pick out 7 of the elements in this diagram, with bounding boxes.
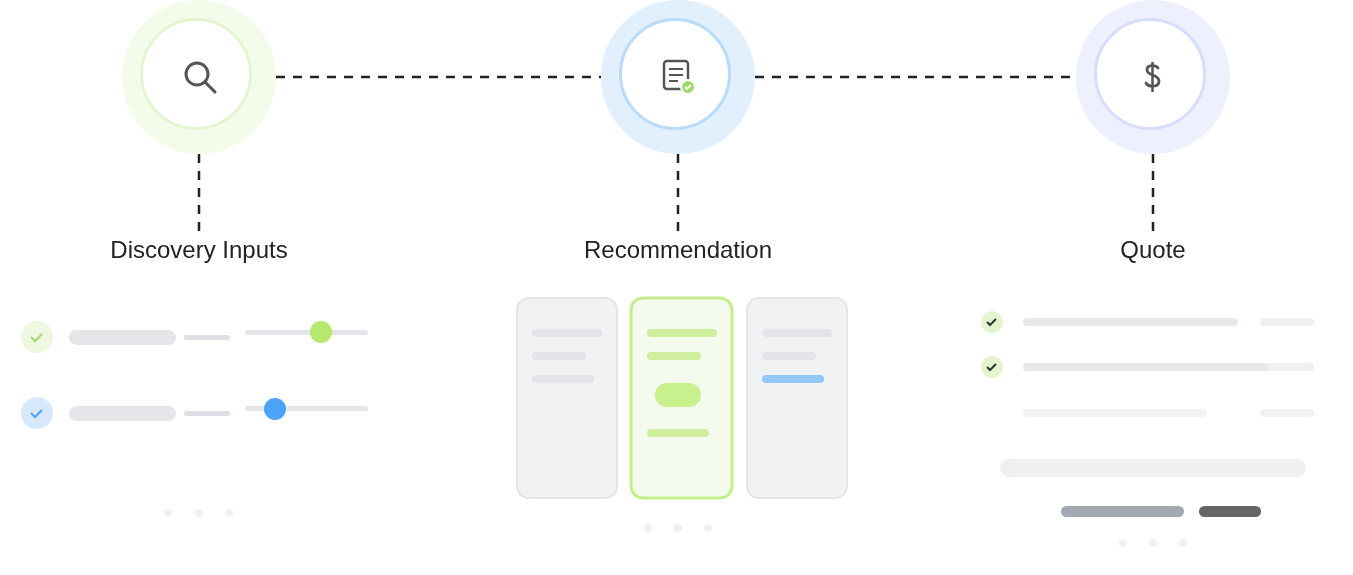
step-title: Quote [1120, 234, 1186, 266]
dashed-connector [276, 75, 601, 79]
step-title: Recommendation [583, 234, 773, 266]
dashed-connector [1151, 154, 1155, 234]
step-title: Discovery Inputs [110, 234, 288, 266]
dashed-connector [676, 154, 680, 234]
dashed-connector [197, 154, 201, 234]
